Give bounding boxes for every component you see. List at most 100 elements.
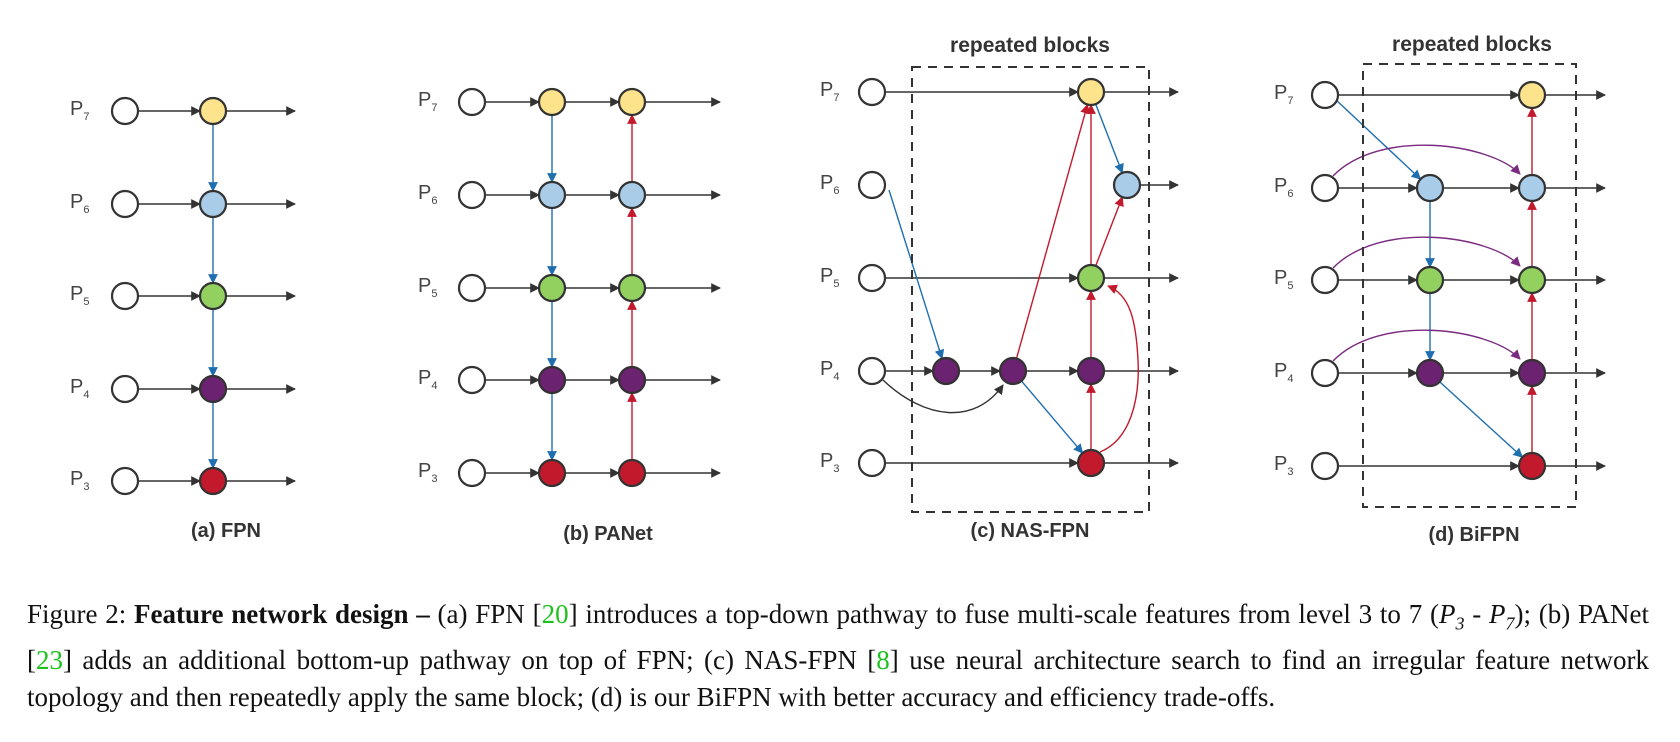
input-node-p3-nasfpn [857,448,887,478]
label-p7-panet: P7 [418,89,437,114]
td-node-p3-panet [537,458,567,488]
bifpn-panel-label: (d) BiFPN [1428,524,1519,546]
label-p3-panet: P3 [418,460,437,485]
node-p7-fpn [198,96,228,126]
p7-to-p6-edge-nasfpn [1095,103,1124,174]
input-node-p4-fpn [110,374,140,404]
citation-link-23[interactable]: 23 [36,645,63,676]
node-p7-nasfpn [1076,77,1106,107]
input-node-p4-panet [457,365,487,395]
p4-to-p3-edge-nasfpn [1020,380,1084,454]
p5-to-p6-edge-nasfpn [1095,196,1124,267]
label-p5-nasfpn: P5 [820,265,839,290]
input-node-p5-nasfpn [857,263,887,293]
caption-title: Feature network design – [134,599,438,629]
caption-text-5: ] adds an additional bottom-up pathway o… [63,645,877,676]
figure-caption: Figure 2: Feature network design – (a) F… [27,596,1649,716]
topdown-edge-bifpn [1439,381,1524,458]
repeated-block-box-bifpn [1362,63,1577,508]
caption-text-1: (a) FPN [ [437,599,542,629]
p6-to-p4-edge-nasfpn [888,189,945,360]
bu-node-p5-panet [617,273,647,303]
input-node-p5-bifpn [1310,265,1340,295]
label-p5-bifpn: P5 [1274,267,1293,292]
label-p6-nasfpn: P6 [820,172,839,197]
node-p5-fpn [198,281,228,311]
input-node-p7-fpn [110,96,140,126]
td-node-p4-bifpn [1415,358,1445,388]
bu-node-p6-panet [617,180,647,210]
input-node-p5-fpn [110,281,140,311]
out-node-p7-bifpn [1517,80,1547,110]
bu-node-p7-panet [617,87,647,117]
input-node-p3-fpn [110,466,140,496]
label-p3-fpn: P3 [70,468,89,493]
label-p5-fpn: P5 [70,283,89,308]
skip-edge-bifpn [1332,329,1521,362]
label-p7-bifpn: P7 [1274,82,1293,107]
node-p4a-nasfpn [931,356,961,386]
td-node-p6-panet [537,180,567,210]
input-node-p7-bifpn [1310,80,1340,110]
node-p3-fpn [198,466,228,496]
label-p7-fpn: P7 [70,98,89,123]
panet-panel-label: (b) PANet [563,523,653,545]
label-p5-panet: P5 [418,275,437,300]
label-p4-nasfpn: P4 [820,358,839,383]
node-p4-fpn [198,374,228,404]
input-node-p4-bifpn [1310,358,1340,388]
label-p4-fpn: P4 [70,376,89,401]
p4-to-p7-edge-nasfpn [1015,103,1090,359]
td-node-p5-panet [537,273,567,303]
repeated-block-boxes [911,63,1577,513]
bu-node-p3-panet [617,458,647,488]
input-node-p7-nasfpn [857,77,887,107]
label-p3-nasfpn: P3 [820,450,839,475]
caption-text-2: ] introduces a top-down pathway to fuse … [568,599,1439,629]
input-node-p5-panet [457,273,487,303]
caption-text-3: - [1464,599,1489,629]
input-node-p6-nasfpn [857,170,887,200]
repeated-blocks-label-nasfpn: repeated blocks [950,34,1110,57]
citation-link-20[interactable]: 20 [541,599,569,629]
skip-edge-bifpn [1332,236,1521,269]
nodes-layer [110,77,1547,496]
node-p4c-nasfpn [1076,356,1106,386]
input-node-p4-nasfpn [857,356,887,386]
caption-text-4: ); (b) PANet [ [27,599,1649,676]
input-node-p6-bifpn [1310,173,1340,203]
label-p6-panet: P6 [418,182,437,207]
node-p4b-nasfpn [998,356,1028,386]
caption-prefix: Figure 2: [27,599,135,629]
td-node-p7-panet [537,87,567,117]
label-p4-bifpn: P4 [1274,360,1293,385]
input-node-p6-panet [457,180,487,210]
repeated-blocks-label-bifpn: repeated blocks [1392,33,1552,56]
fpn-panel-label: (a) FPN [191,520,261,542]
td-node-p5-bifpn [1415,265,1445,295]
td-node-p4-panet [537,365,567,395]
out-node-p5-bifpn [1517,265,1547,295]
skip-edge-bifpn [1332,144,1521,177]
node-p6-nasfpn [1112,170,1142,200]
label-p7-nasfpn: P7 [820,79,839,104]
label-p3-bifpn: P3 [1274,453,1293,478]
math-p3: P3 [1438,599,1465,634]
label-p6-fpn: P6 [70,191,89,216]
node-p6-fpn [198,189,228,219]
input-node-p3-bifpn [1310,451,1340,481]
curve-edge-nasfpn [882,379,1004,414]
caption-text-6: ] use neural architecture search to find… [27,645,1649,713]
label-p4-panet: P4 [418,367,437,392]
td-node-p6-bifpn [1415,173,1445,203]
p3-to-p5-edge-nasfpn [1099,284,1139,453]
math-p7: P7 [1488,599,1515,634]
citation-link-8[interactable]: 8 [876,645,890,676]
node-p3-nasfpn [1076,448,1106,478]
out-node-p3-bifpn [1517,451,1547,481]
input-node-p6-fpn [110,189,140,219]
input-node-p7-panet [457,87,487,117]
topdown-edge-bifpn [1334,98,1422,180]
bu-node-p4-panet [617,365,647,395]
